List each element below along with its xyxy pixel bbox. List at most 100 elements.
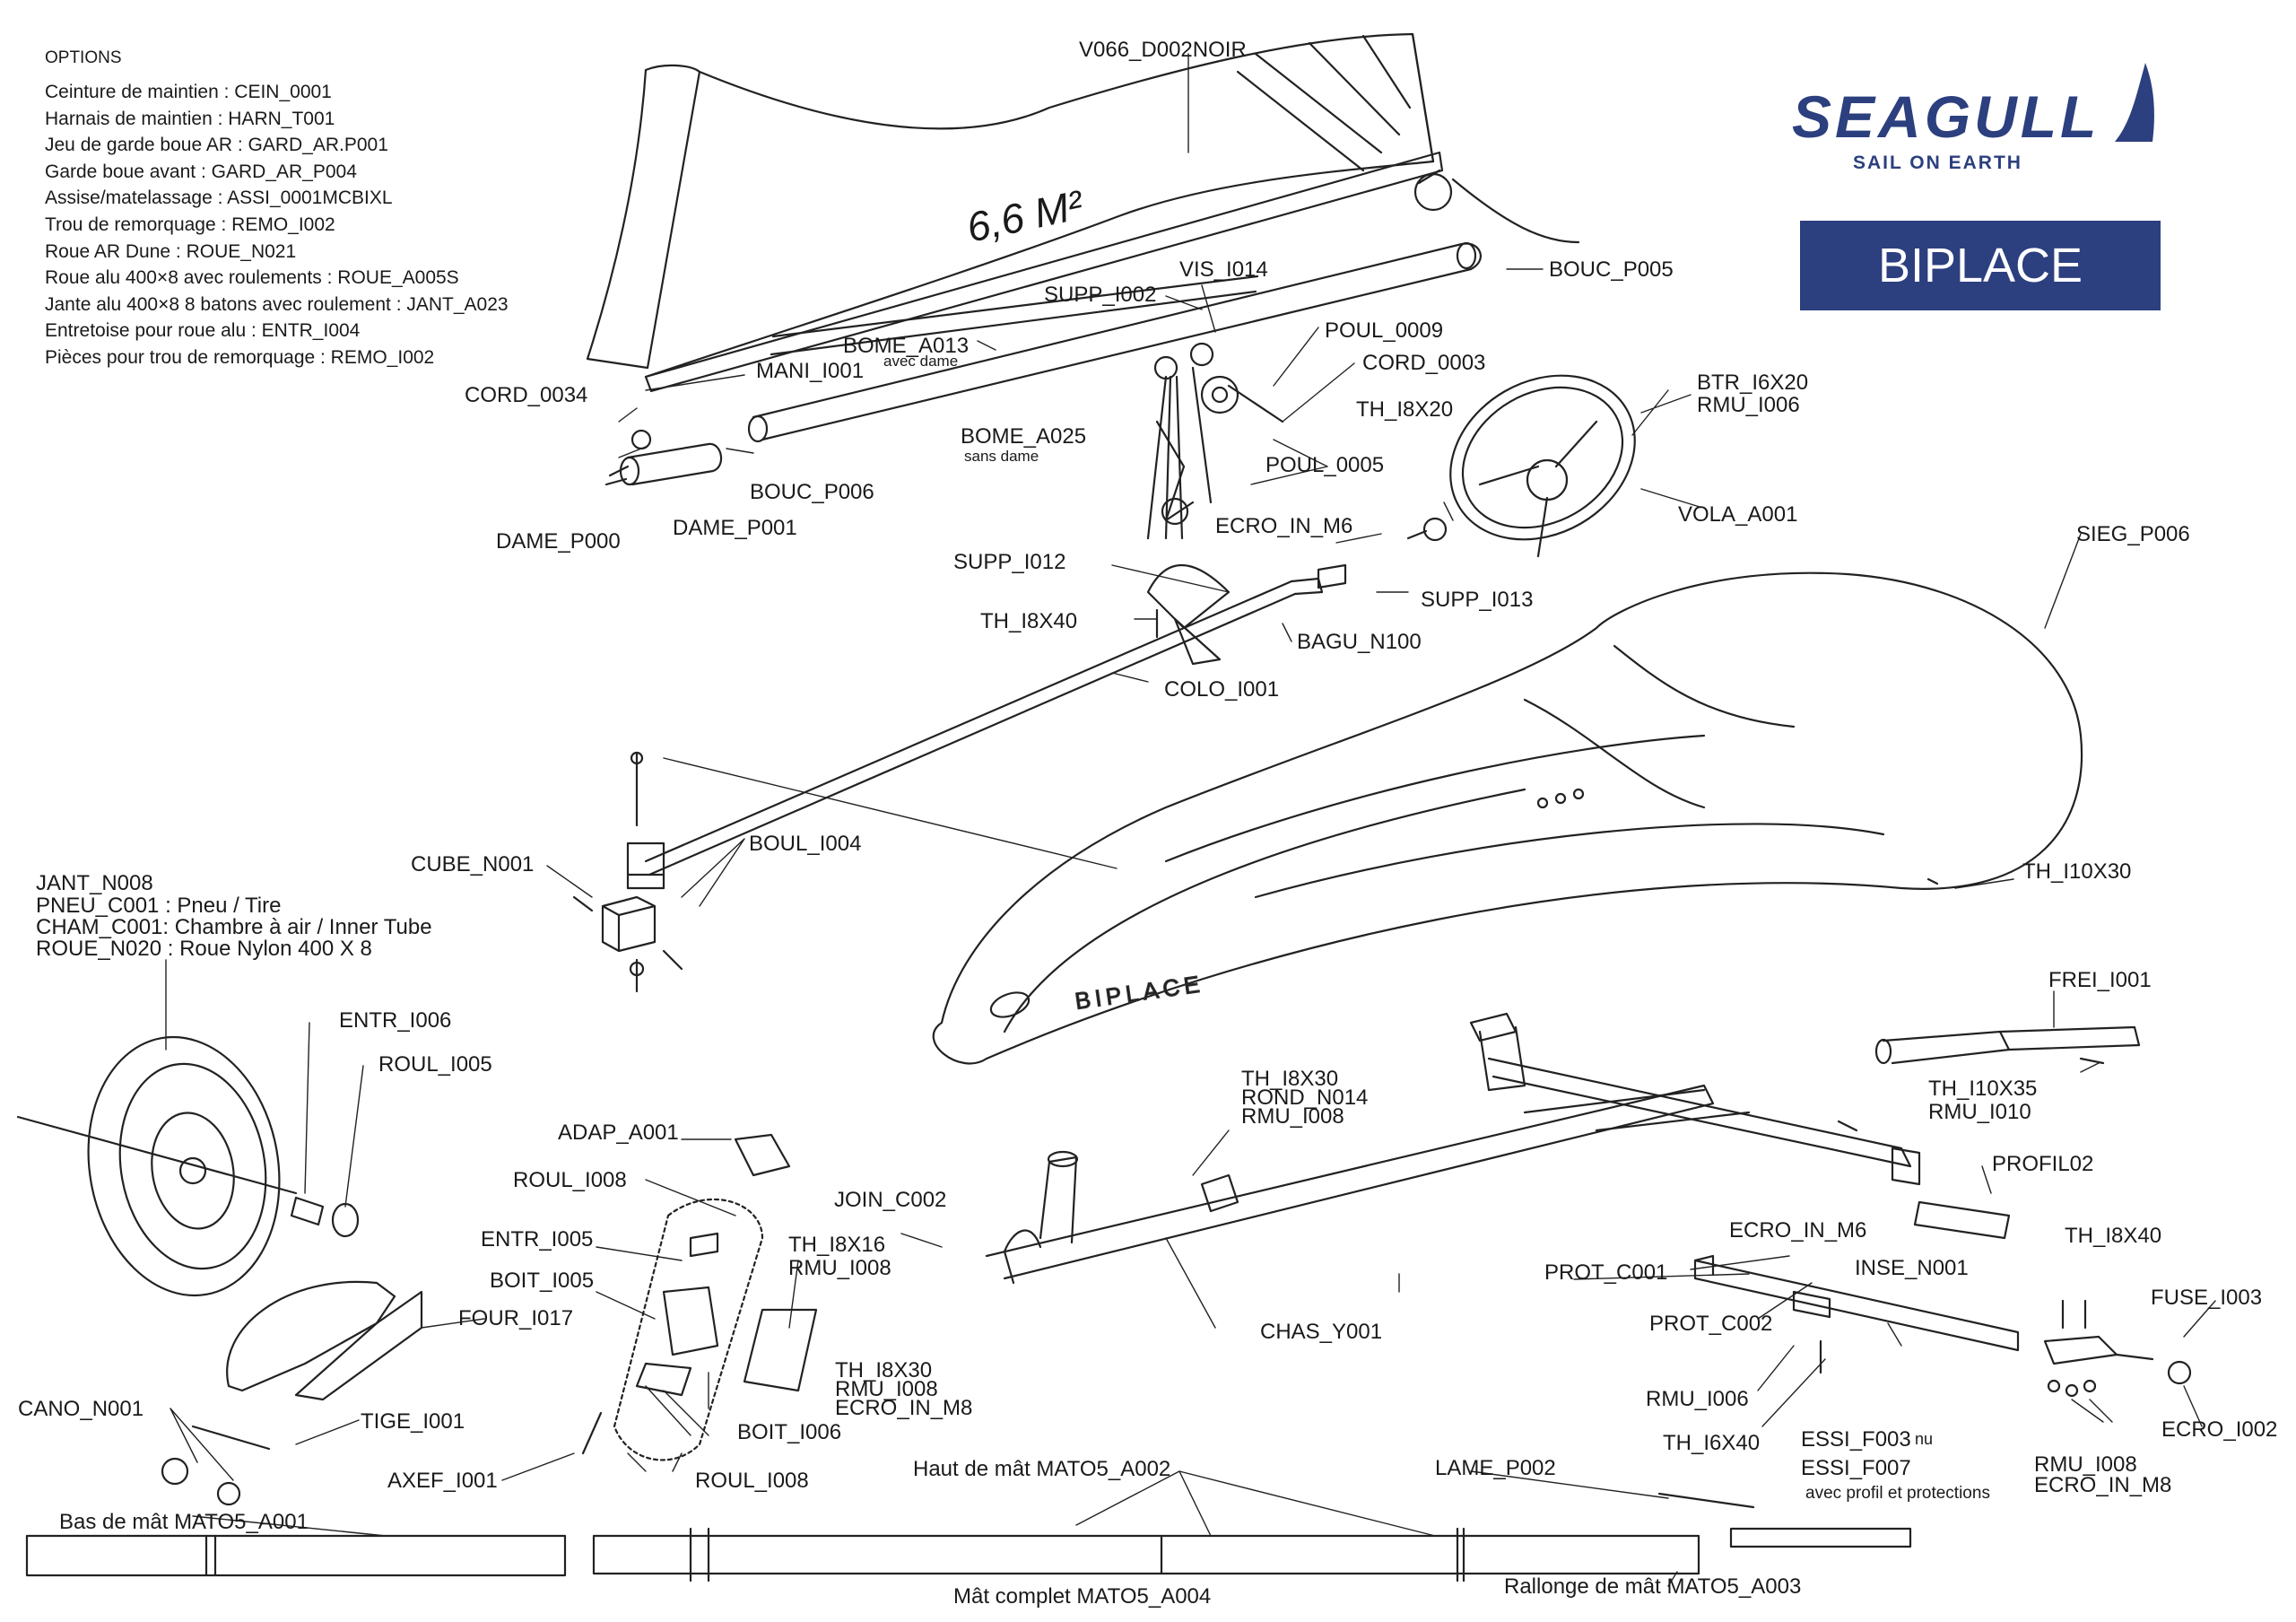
box-housing	[581, 1133, 818, 1461]
label-bouc-p006: BOUC_P006	[750, 480, 874, 504]
label-th-i8x16: TH_I8X16	[788, 1233, 885, 1257]
label-supp-i012: SUPP_I012	[953, 550, 1065, 574]
sail-area-marking: 6,6 M²	[962, 180, 1088, 250]
label-boit-i005: BOIT_I005	[490, 1269, 594, 1293]
label-bas-de-mat: Bas de mât MATO5_A001	[59, 1510, 309, 1534]
label-join-c002: JOIN_C002	[834, 1188, 946, 1212]
cross-bar	[1693, 1254, 2020, 1374]
brake-part	[1874, 1025, 2141, 1240]
label-pneu-c001: PNEU_C001 : Pneu / Tire	[36, 894, 281, 918]
label-avec-dame: avec dame	[883, 353, 958, 370]
booms	[747, 241, 1482, 443]
seat-marking: BIPLACE	[1074, 970, 1206, 1015]
label-rond-n014: ROND_N014	[1241, 1086, 1368, 1110]
label-roul-i008-a: ROUL_I008	[513, 1168, 627, 1192]
label-vis-i014: VIS_I014	[1179, 257, 1268, 282]
label-nu: nu	[1915, 1430, 1933, 1448]
label-rmu-i006-top: RMU_I006	[1697, 393, 1800, 417]
cube-block	[572, 751, 683, 993]
label-adap-a001: ADAP_A001	[558, 1121, 679, 1145]
label-th-i8x20-top: TH_I8X20	[1356, 397, 1453, 422]
sail-drawing	[586, 32, 1580, 393]
label-prot-c002: PROT_C002	[1649, 1312, 1772, 1336]
brand-slogan: SAIL ON EARTH	[1853, 153, 2022, 173]
pulleys	[1146, 342, 1284, 540]
chassis	[985, 1012, 1921, 1285]
label-entr-i006: ENTR_I006	[339, 1008, 451, 1033]
dame-part	[604, 429, 723, 486]
label-roul-i005: ROUL_I005	[378, 1052, 492, 1077]
label-inse-n001: INSE_N001	[1855, 1256, 1969, 1280]
label-jant-n008: JANT_N008	[36, 871, 153, 895]
options-item: Harnais de maintien : HARN_T001	[45, 108, 335, 129]
label-dame-p000: DAME_P000	[496, 529, 621, 554]
label-th-i6x40: TH_I6X40	[1663, 1431, 1760, 1455]
label-th-i8x40-b: TH_I8X40	[2065, 1224, 2161, 1248]
label-dame-p001: DAME_P001	[673, 516, 797, 540]
label-sans-dame: sans dame	[964, 448, 1039, 465]
label-th-i10x35: TH_I10X35	[1928, 1077, 2037, 1101]
options-item: Entretoise pour roue alu : ENTR_I004	[45, 320, 361, 342]
label-vola-a001: VOLA_A001	[1678, 502, 1797, 527]
label-prot-c001: PROT_C001	[1544, 1260, 1667, 1285]
options-item: Roue alu 400×8 avec roulements : ROUE_A0…	[45, 267, 459, 289]
label-tige-i001: TIGE_I001	[361, 1409, 465, 1434]
label-boul-i004: BOUL_I004	[749, 832, 861, 856]
label-th-i10x30: TH_I10X30	[2022, 859, 2131, 884]
label-th-i8x40-top: TH_I8X40	[980, 609, 1077, 633]
label-colo-i001: COLO_I001	[1164, 677, 1279, 702]
label-ecro-i002: ECRO_I002	[2161, 1417, 2277, 1442]
label-rmu-i006-b: RMU_I006	[1646, 1387, 1749, 1411]
label-four-i017: FOUR_I017	[458, 1306, 573, 1330]
label-boit-i006: BOIT_I006	[737, 1420, 841, 1444]
label-bouc-p005: BOUC_P005	[1549, 257, 1674, 282]
options-item: Trou de remorquage : REMO_I002	[45, 214, 335, 235]
label-mat-complet: Mât complet MATO5_A004	[953, 1584, 1211, 1609]
options-title: OPTIONS	[45, 48, 122, 67]
label-chas-y001: CHAS_Y001	[1260, 1320, 1382, 1344]
label-poul-0009: POUL_0009	[1325, 318, 1443, 343]
label-rmu-i008-b: RMU_I008	[788, 1256, 891, 1280]
label-supp-i013: SUPP_I013	[1421, 588, 1533, 612]
label-rmu-i010: RMU_I010	[1928, 1100, 2031, 1124]
label-essi-f003: ESSI_F003	[1801, 1427, 1911, 1452]
label-fuse-i003: FUSE_I003	[2151, 1286, 2262, 1310]
label-cord-0034: CORD_0034	[465, 383, 587, 407]
label-bome-a013: BOME_A013	[843, 334, 969, 358]
label-ecro-in-m6-b: ECRO_IN_M6	[1729, 1218, 1866, 1243]
label-rmu-i008-c: RMU_I008	[835, 1377, 938, 1401]
model-badge: BIPLACE	[1800, 221, 2161, 310]
label-haut-de-mat: Haut de mât MATO5_A002	[913, 1457, 1170, 1481]
wheel-drawing	[16, 1035, 360, 1297]
options-item: Jeu de garde boue AR : GARD_AR.P001	[45, 135, 388, 156]
label-mani-i001: MANI_I001	[756, 359, 864, 383]
label-entr-i005: ENTR_I005	[481, 1227, 593, 1251]
label-supp-i002: SUPP_I002	[1044, 283, 1156, 307]
fusee-part	[2043, 1299, 2192, 1398]
label-roul-i008-b: ROUL_I008	[695, 1469, 809, 1493]
steering-wheel	[1406, 374, 1636, 558]
label-avec-profil: avec profil et protections	[1805, 1484, 1990, 1503]
label-essi-f007: ESSI_F007	[1801, 1456, 1911, 1480]
options-item: Assise/matelassage : ASSI_0001MCBIXL	[45, 187, 393, 209]
label-bagu-n100: BAGU_N100	[1297, 630, 1422, 654]
label-roue-n020: ROUE_N020 : Roue Nylon 400 X 8	[36, 937, 372, 961]
label-th-i8x30-b: TH_I8X30	[835, 1358, 932, 1382]
label-sieg-p006: SIEG_P006	[2076, 522, 2190, 546]
label-rmu-i008-a: RMU_I008	[1241, 1104, 1344, 1129]
label-rmu-i008-d: RMU_I008	[2034, 1452, 2137, 1477]
label-ecro-in-m6-top: ECRO_IN_M6	[1215, 514, 1352, 538]
options-item: Pièces pour trou de remorquage : REMO_I0…	[45, 347, 435, 368]
label-th-i8x30-a: TH_I8X30	[1241, 1067, 1338, 1091]
label-cord-0003: CORD_0003	[1362, 351, 1485, 375]
label-cube-n001: CUBE_N001	[411, 852, 534, 876]
options-item: Ceinture de maintien : CEIN_0001	[45, 82, 332, 102]
seat-drawing	[932, 571, 2083, 1065]
label-lame-p002: LAME_P002	[1435, 1456, 1556, 1480]
sail-logo-icon	[2115, 63, 2154, 142]
label-bome-a025: BOME_A025	[961, 424, 1086, 449]
label-frei-i001: FREI_I001	[2048, 968, 2152, 992]
label-poul-0005: POUL_0005	[1265, 453, 1384, 477]
label-ecro-in-m8-b: ECRO_IN_M8	[2034, 1473, 2171, 1497]
